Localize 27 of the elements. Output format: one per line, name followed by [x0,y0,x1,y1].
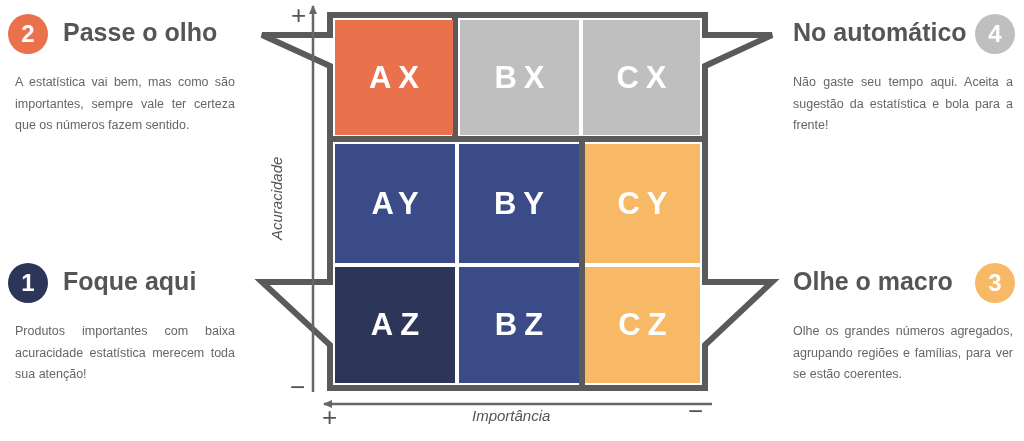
plus-sign: + [291,0,307,31]
callout-text: Não gaste seu tempo aqui. Aceita a sugestão da estatística e bola para a frente! [793,74,1013,134]
callout-text: Olhe os grandes números agregados, agrupando regiões e famílias, para ver se estão coerentes. [793,323,1013,383]
number-badge: 1 [8,263,48,303]
matrix-cell: AY [335,144,455,263]
minus-sign: − [688,396,704,427]
matrix-cell: AZ [335,267,455,383]
callout-text: A estatística vai bem, mas como são importantes, sempre vale ter certeza que os números fazem sentido. [15,74,235,134]
axis-label: Importância [472,407,551,424]
matrix-cell: BX [460,20,579,135]
callout-heading: No automático [793,18,967,47]
callout-heading: Passe o olho [63,18,218,47]
matrix-cell: CX [583,20,700,135]
callout-heading: Olhe o macro [793,267,953,296]
matrix-cell: AX [335,20,453,135]
callout-text: Produtos importantes com baixa acuracidade estatística merecem toda sua atenção! [15,323,235,383]
matrix-cell: CY [585,144,700,263]
plus-sign: + [322,402,338,433]
number-badge: 4 [975,14,1015,54]
axis-label: Acuracidade [268,156,285,240]
matrix-cell: BY [459,144,579,263]
number-badge: 3 [975,263,1015,303]
callout-heading: Foque aqui [63,267,197,296]
number-badge: 2 [8,14,48,54]
matrix-cell: CZ [585,267,700,383]
minus-sign: − [290,372,306,403]
matrix-cell: BZ [459,267,579,383]
